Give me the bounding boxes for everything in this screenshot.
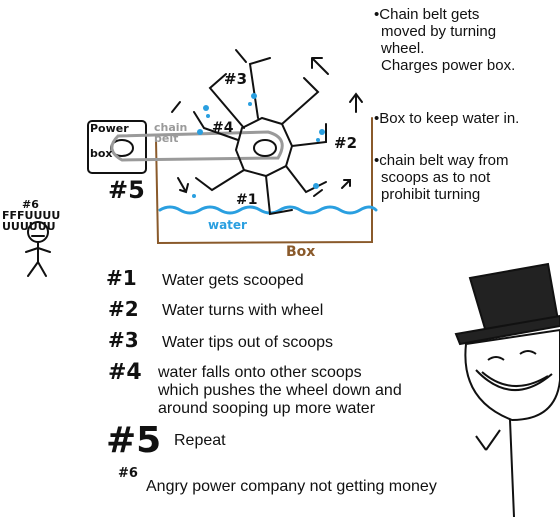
spoke	[265, 175, 293, 216]
bullet: •	[374, 6, 380, 23]
note-belt-clearance: •chain belt way from scoops as to not pr…	[374, 152, 509, 203]
step-label-6: #6	[118, 466, 138, 481]
note-line: Chain belt gets	[379, 6, 480, 23]
arrow-icon	[177, 177, 189, 194]
note-line: wheel.	[381, 40, 425, 57]
power-box-label: Power box	[90, 123, 129, 159]
stickman-label: #6	[22, 198, 39, 211]
arrow-icon	[311, 57, 329, 75]
spoke	[281, 77, 320, 125]
step-text-2: Water turns with wheel	[162, 302, 324, 319]
chain-belt	[110, 130, 284, 162]
water-box	[155, 117, 373, 245]
arrow-icon	[235, 49, 247, 63]
note-chain-belt: •Chain belt gets moved by turning wheel.…	[374, 6, 515, 74]
diagram-label-1: #1	[236, 192, 258, 208]
spoke	[285, 165, 327, 194]
spoke	[291, 123, 327, 147]
rage-line: UUUUUU	[2, 220, 56, 233]
step-text-line: around sooping up more water	[158, 400, 376, 417]
angry-stickman	[25, 221, 51, 277]
diagram-label-3: #3	[224, 70, 248, 88]
bullet: •	[374, 152, 380, 169]
step-label-4: #4	[108, 360, 142, 385]
water-label: water	[208, 218, 247, 232]
note-line: Box to keep water in.	[379, 110, 520, 127]
step-text-4: water falls onto other scoops which push…	[158, 364, 402, 418]
step-text-line: water falls onto other scoops	[158, 364, 362, 381]
chain-belt-label: chain belt	[154, 122, 187, 144]
diagram-label-5: #5	[108, 176, 145, 204]
spoke	[248, 57, 271, 119]
spoke	[208, 73, 245, 129]
label-line: box	[90, 147, 113, 160]
step-text-6: Angry power company not getting money	[146, 478, 437, 495]
arrow-icon	[171, 101, 181, 113]
arrow-icon	[341, 179, 351, 189]
spoke	[195, 169, 245, 192]
box-label: Box	[286, 244, 316, 260]
bullet: •	[374, 110, 380, 127]
note-line: scoops as to not	[381, 169, 491, 186]
step-text-1: Water gets scooped	[162, 272, 304, 289]
water-surface	[158, 205, 378, 215]
diagram-label-4: #4	[212, 120, 234, 136]
note-line: prohibit turning	[381, 186, 481, 203]
stickman-rage-text: FFFUUUU UUUUUU	[2, 210, 60, 232]
step-label-2: #2	[108, 297, 139, 321]
step-label-5: #5	[106, 420, 162, 461]
step-label-3: #3	[108, 328, 139, 352]
power-box	[87, 120, 147, 174]
diagram-label-2: #2	[334, 134, 358, 152]
spoke	[193, 111, 239, 141]
wheel-axle	[253, 139, 277, 157]
trollface-icon	[454, 262, 560, 517]
note-box: •Box to keep water in.	[374, 110, 519, 127]
step-text-line: which pushes the wheel down and	[158, 382, 402, 399]
note-line: moved by turning	[381, 23, 497, 40]
label-line: belt	[154, 132, 179, 145]
arrow-icon	[313, 189, 323, 197]
step-text-5: Repeat	[174, 432, 226, 449]
label-line: Power	[90, 122, 129, 135]
rage-line: FFFUUUU	[2, 209, 61, 222]
step-label-1: #1	[106, 266, 137, 290]
step-text-3: Water tips out of scoops	[162, 334, 334, 351]
note-line: chain belt way from	[379, 152, 509, 169]
arrow-icon	[349, 92, 363, 113]
note-line: Charges power box.	[381, 57, 516, 74]
label-line: chain	[154, 121, 188, 134]
